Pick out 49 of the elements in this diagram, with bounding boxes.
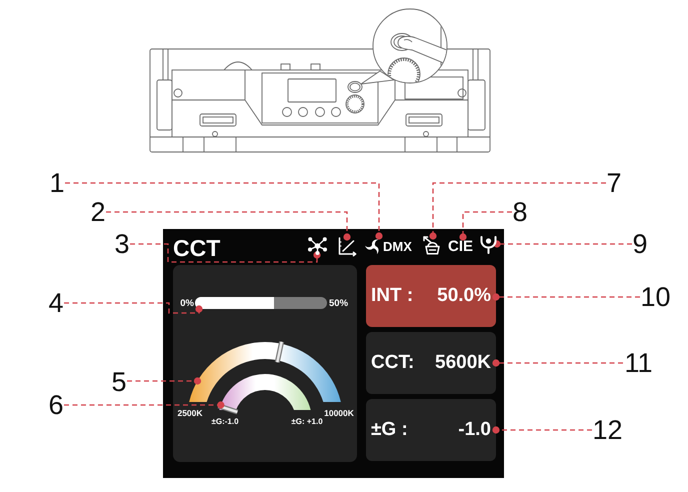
leader-line <box>492 359 623 367</box>
leader-line <box>429 182 606 240</box>
scale-label: 10000K <box>323 408 355 418</box>
scale-label: ±G: +1.0 <box>290 417 324 427</box>
plug-icon <box>480 236 497 254</box>
readout-panel <box>366 399 496 461</box>
leader-line <box>127 377 202 385</box>
leader-line <box>64 401 224 409</box>
callout-number: 12 <box>592 417 623 443</box>
display-screen <box>163 229 504 478</box>
scale-label: 0% <box>179 298 194 310</box>
callout-number: 1 <box>49 170 65 196</box>
readout-panel <box>366 265 496 327</box>
callout-number: 8 <box>512 199 528 225</box>
callout-number: 3 <box>114 231 130 257</box>
readout-label: INT : <box>371 285 414 307</box>
callout-number: 5 <box>111 369 127 395</box>
callout-number: 4 <box>48 290 64 316</box>
leader-line <box>130 243 321 263</box>
scale-label: 2500K <box>176 408 204 418</box>
status-label: CIE <box>448 237 474 256</box>
readout-panel <box>366 332 496 394</box>
callout-number: 6 <box>48 392 64 418</box>
intensity-slider-track <box>195 297 327 309</box>
mode-title: CCT <box>173 238 220 258</box>
callout-number: 9 <box>632 231 648 257</box>
callout-number: 7 <box>606 170 622 196</box>
network-icon <box>308 237 327 255</box>
leader-line <box>106 211 351 241</box>
readout-label: ±G : <box>371 419 408 441</box>
scale-label: 50% <box>329 298 350 310</box>
status-label: DMX <box>383 238 412 254</box>
leader-line <box>65 182 383 240</box>
leader-line <box>459 211 512 241</box>
leader-line <box>493 240 632 248</box>
callout-number: 11 <box>623 350 654 376</box>
scale-label: ±G:-1.0 <box>210 417 240 427</box>
lamp-icon <box>423 236 442 255</box>
callout-number: 2 <box>90 199 106 225</box>
readout-value: 50.0% <box>437 285 491 307</box>
leader-line <box>64 302 203 314</box>
leader-line <box>492 426 592 434</box>
callout-number: 10 <box>640 284 671 310</box>
leader-line <box>492 293 640 301</box>
slider-panel <box>173 265 357 462</box>
graph-icon <box>338 237 357 256</box>
readout-value: 5600K <box>435 352 491 374</box>
readout-label: CCT: <box>371 352 414 374</box>
readout-value: -1.0 <box>458 419 491 441</box>
